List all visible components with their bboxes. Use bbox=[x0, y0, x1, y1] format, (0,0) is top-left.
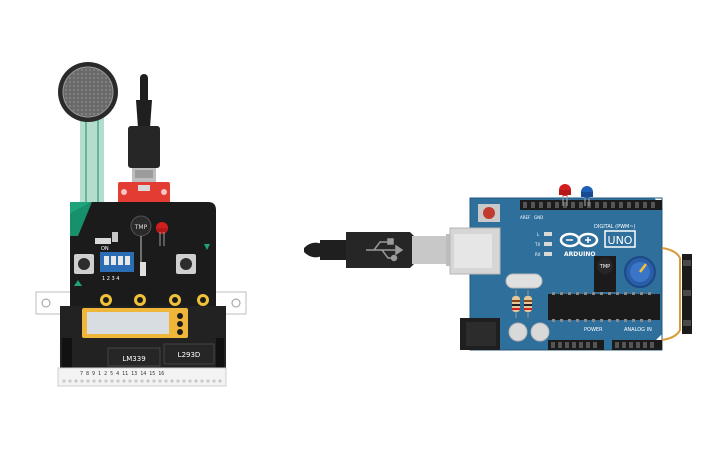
aref-label: AREF bbox=[520, 215, 531, 220]
lcd-display[interactable] bbox=[82, 308, 188, 338]
usb-cable-top[interactable] bbox=[128, 78, 160, 182]
chip-lm339-label: LM339 bbox=[122, 355, 145, 363]
crystal-oscillator bbox=[506, 274, 542, 288]
chip-l293d-label: L293D bbox=[178, 351, 201, 359]
temperature-sensor[interactable]: TMP bbox=[594, 256, 616, 292]
button-a[interactable] bbox=[74, 254, 94, 274]
side-resistor[interactable] bbox=[662, 248, 692, 340]
arduino-model: UNO bbox=[608, 234, 633, 247]
capacitor-1 bbox=[509, 323, 527, 341]
power-label: POWER bbox=[584, 327, 603, 333]
microbit-tmp-label: TMP bbox=[134, 224, 148, 231]
dip-numbers: 1 2 3 4 bbox=[102, 276, 120, 282]
resistor-small bbox=[95, 238, 111, 244]
capacitor-2 bbox=[531, 323, 549, 341]
tx-label: TX bbox=[534, 242, 540, 247]
button-b[interactable] bbox=[176, 254, 196, 274]
analog-in-label: ANALOG IN bbox=[624, 327, 652, 333]
atmega-chip bbox=[548, 294, 660, 320]
potentiometer[interactable] bbox=[625, 257, 655, 287]
header-numbers: 7 8 9 1 2 5 4 11 13 14 15 16 bbox=[80, 371, 164, 377]
force-sensor[interactable] bbox=[58, 62, 118, 222]
dip-on-label: ON bbox=[101, 246, 109, 252]
gnd-label: GND bbox=[534, 215, 543, 220]
arduino-uno-board[interactable]: AREF GND DIGITAL (PWM~) L TX RX bbox=[450, 184, 692, 350]
digital-pwm-label: DIGITAL (PWM~) bbox=[594, 224, 636, 230]
reset-button[interactable] bbox=[483, 207, 495, 219]
usb-cable-arduino[interactable] bbox=[304, 232, 454, 268]
arduino-brand: ARDUINO bbox=[564, 251, 595, 258]
microbit-board[interactable]: TMP ON 1 2 3 4 bbox=[36, 182, 246, 386]
arduino-tmp-label: TMP bbox=[599, 264, 610, 270]
rx-label: RX bbox=[535, 252, 541, 257]
